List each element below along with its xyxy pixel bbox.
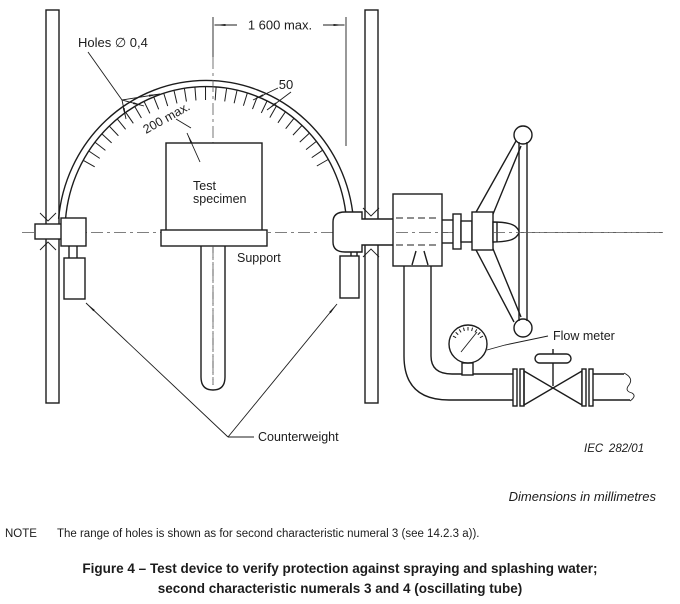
support-plate xyxy=(160,229,268,247)
dimension-50: 50 xyxy=(252,77,293,111)
figure-caption: Figure 4 – Test device to verify protect… xyxy=(0,559,680,600)
gauge-dial xyxy=(448,324,488,364)
left-wall xyxy=(45,9,60,404)
counterweight-right xyxy=(339,255,360,299)
left-pivot-box xyxy=(60,217,87,247)
right-wall xyxy=(364,9,379,404)
valve-body-right xyxy=(551,369,583,407)
figure-caption-line1: Figure 4 – Test device to verify protect… xyxy=(82,561,598,576)
left-pivot xyxy=(34,212,87,300)
gauge-ticks xyxy=(452,327,484,339)
dim-1600-label: 1 600 max. xyxy=(248,18,312,33)
shaft-spacer xyxy=(460,220,473,243)
wheel-hub xyxy=(471,211,494,251)
note-text: The range of holes is shown as for secon… xyxy=(56,528,480,540)
left-pivot-shaft xyxy=(34,223,63,240)
specimen-label-2: specimen xyxy=(193,192,247,206)
control-valve xyxy=(512,349,594,407)
oscillating-tube-diagram: 1 600 max. Holes ∅ 0,4 50 200 max. Test … xyxy=(22,9,663,455)
counterweight-left xyxy=(63,257,86,300)
wheel-spokes xyxy=(474,140,522,323)
counterweight-label: Counterweight xyxy=(258,430,339,444)
flow-meter-callout: Flow meter xyxy=(486,329,615,351)
note-row: NOTE The range of holes is shown as for … xyxy=(5,528,479,540)
oscillating-tube xyxy=(57,79,355,220)
gauge-needle xyxy=(460,331,478,353)
test-specimen-box xyxy=(165,142,263,232)
valve-body-left xyxy=(523,369,555,407)
wall-bearing-marks-left xyxy=(39,212,57,251)
flow-meter-label: Flow meter xyxy=(553,329,615,343)
figure-caption-line2: second characteristic numerals 3 and 4 (… xyxy=(157,581,523,597)
dim-50-label: 50 xyxy=(279,77,293,92)
gauge-stem xyxy=(461,362,474,376)
water-pipe xyxy=(403,266,635,402)
dim-200-label: 200 max. xyxy=(141,99,193,136)
specimen-shaft xyxy=(200,246,226,391)
handwheel xyxy=(442,125,663,338)
holes-callout: Holes ∅ 0,4 xyxy=(78,35,161,120)
specimen-label-1: Test xyxy=(193,179,216,193)
flow-meter-gauge xyxy=(448,324,488,376)
valve-handle xyxy=(534,353,572,364)
support-label: Support xyxy=(237,251,281,265)
tube-elbow xyxy=(332,211,393,253)
shaft-flange xyxy=(452,213,462,250)
hub-cone xyxy=(492,221,520,243)
drive-housing xyxy=(392,193,443,267)
rim-cap-bottom xyxy=(513,318,533,338)
iec-reference: IEC 282/01 xyxy=(584,443,644,455)
counterweight-callout: Counterweight xyxy=(85,302,339,444)
housing-notch xyxy=(411,250,429,266)
dimension-1600: 1 600 max. xyxy=(212,17,347,146)
dimensions-note: Dimensions in millimetres xyxy=(508,489,656,504)
pipe-break-symbol xyxy=(623,372,635,402)
wall-bearing-marks-right xyxy=(362,207,380,258)
rim-cap-top xyxy=(513,125,533,145)
holes-label: Holes ∅ 0,4 xyxy=(78,35,148,50)
right-pivot-drive xyxy=(332,193,470,299)
note-label: NOTE xyxy=(5,528,37,540)
